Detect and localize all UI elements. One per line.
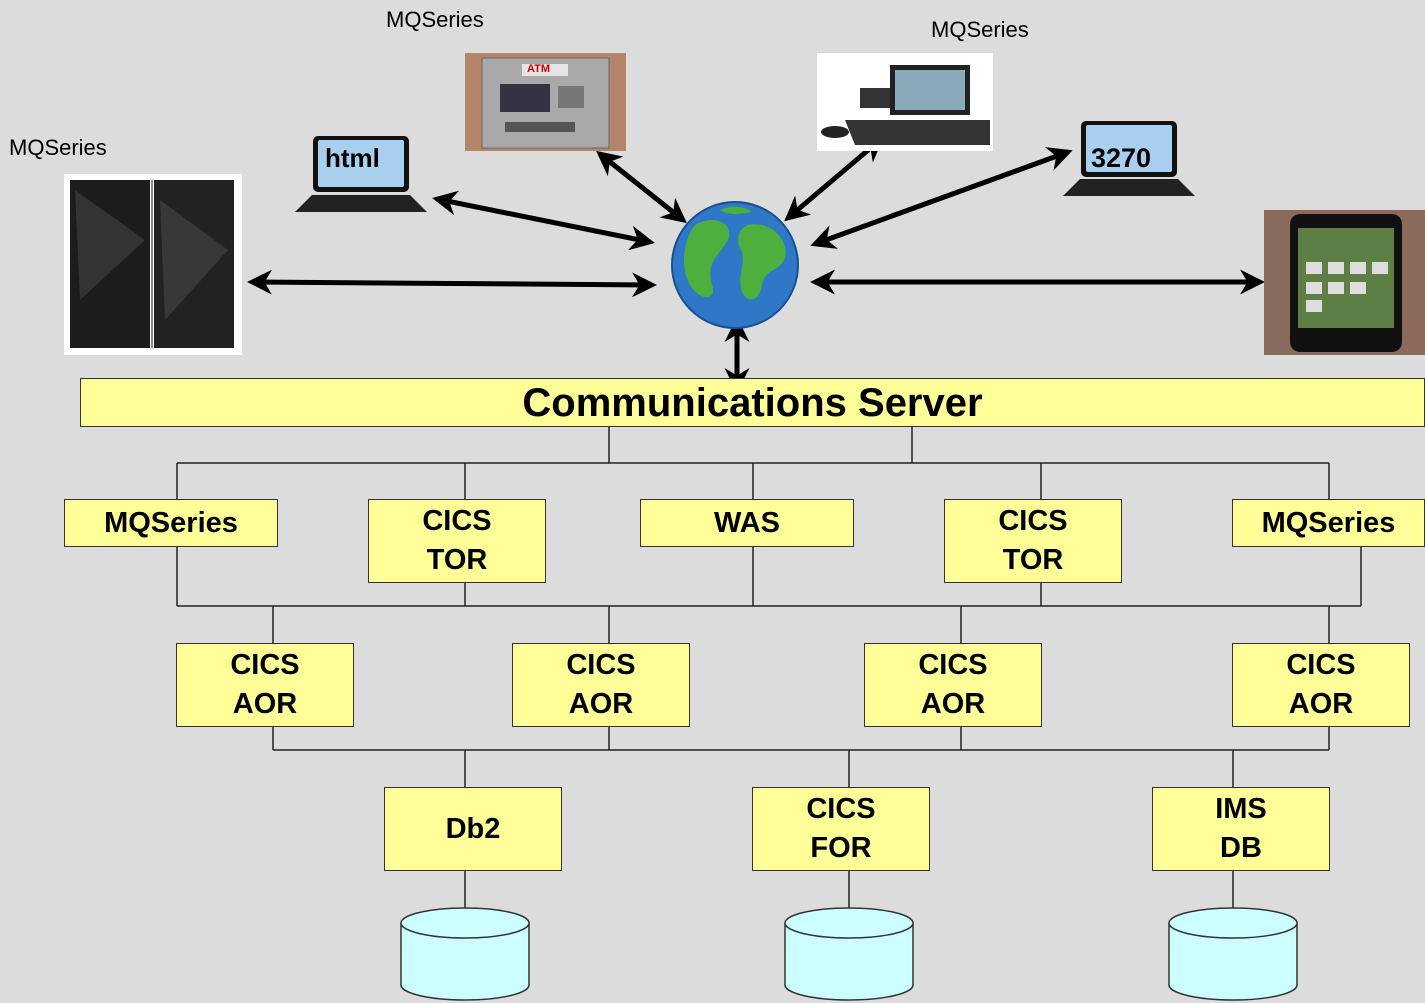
cics-tor-2-line2: TOR	[1002, 544, 1064, 576]
db2-box: Db2	[384, 787, 562, 871]
mainframe-icon	[64, 174, 242, 355]
ims-db-line2: DB	[1220, 832, 1262, 864]
cics-aor-1-box: CICS AOR	[176, 643, 354, 727]
was-label: WAS	[713, 506, 781, 539]
html-screen-text: html	[325, 143, 380, 173]
mqseries-left-label: MQSeries	[104, 506, 238, 539]
cics-for-line1: CICS	[806, 793, 876, 825]
ims-storage-icon	[1168, 907, 1298, 1001]
arrow-mainframe	[247, 269, 657, 298]
communications-server-bar: Communications Server	[80, 378, 1425, 427]
mqseries-left-box: MQSeries	[64, 499, 278, 547]
pos-terminal-icon	[817, 53, 993, 151]
cics-tor-1-line2: TOR	[426, 544, 488, 576]
cics-aor-4-box: CICS AOR	[1232, 643, 1410, 727]
cics-aor-4-line2: AOR	[1288, 688, 1354, 720]
cics-tor-2-line1: CICS	[998, 505, 1068, 537]
storage-cylinders	[400, 907, 1298, 1001]
cics-for-line2: FOR	[810, 832, 872, 864]
arrow-pos	[784, 136, 884, 222]
cics-aor-4-line1: CICS	[1286, 649, 1356, 681]
terminal-3270-icon	[1063, 121, 1195, 196]
cics-tor-1-line1: CICS	[422, 505, 492, 537]
cics-aor-2-line1: CICS	[566, 649, 636, 681]
arrow-3270	[810, 147, 1073, 249]
mqseries-right-label: MQSeries	[1261, 506, 1396, 539]
cics-aor-3-line2: AOR	[920, 688, 986, 720]
atm-sign-text: ATM	[527, 63, 551, 75]
mainframe-label: MQSeries	[9, 135, 107, 160]
cics-aor-2-line2: AOR	[568, 688, 634, 720]
cics-aor-1-line2: AOR	[232, 688, 298, 720]
cics-for-box: CICS FOR	[752, 787, 930, 871]
ims-db-box: IMS DB	[1152, 787, 1330, 871]
laptop-icon	[295, 136, 427, 212]
ims-db-line1: IMS	[1215, 793, 1267, 825]
db2-storage-icon	[400, 907, 530, 1001]
mqseries-right-box: MQSeries	[1232, 499, 1425, 547]
atm-icon	[465, 53, 626, 151]
arrow-html	[432, 190, 655, 251]
cics-aor-2-box: CICS AOR	[512, 643, 690, 727]
communications-server-label: Communications Server	[522, 380, 983, 425]
cics-tor-1-box: CICS TOR	[368, 499, 546, 583]
was-box: WAS	[640, 499, 854, 547]
cics-aor-3-line1: CICS	[918, 649, 988, 681]
db2-label: Db2	[445, 812, 501, 845]
mobile-phone-icon	[1264, 210, 1425, 355]
tree-connectors	[176, 427, 1362, 908]
pos-label: MQSeries	[931, 17, 1029, 42]
cics-tor-2-box: CICS TOR	[944, 499, 1122, 583]
network-arrows	[247, 136, 1265, 393]
terminal-screen-text: 3270	[1091, 143, 1152, 173]
cics-aor-3-box: CICS AOR	[864, 643, 1042, 727]
globe-icon	[671, 201, 799, 329]
for-storage-icon	[784, 907, 914, 1001]
atm-label: MQSeries	[386, 7, 484, 32]
cics-aor-1-line1: CICS	[230, 649, 300, 681]
arrow-atm	[596, 150, 687, 224]
